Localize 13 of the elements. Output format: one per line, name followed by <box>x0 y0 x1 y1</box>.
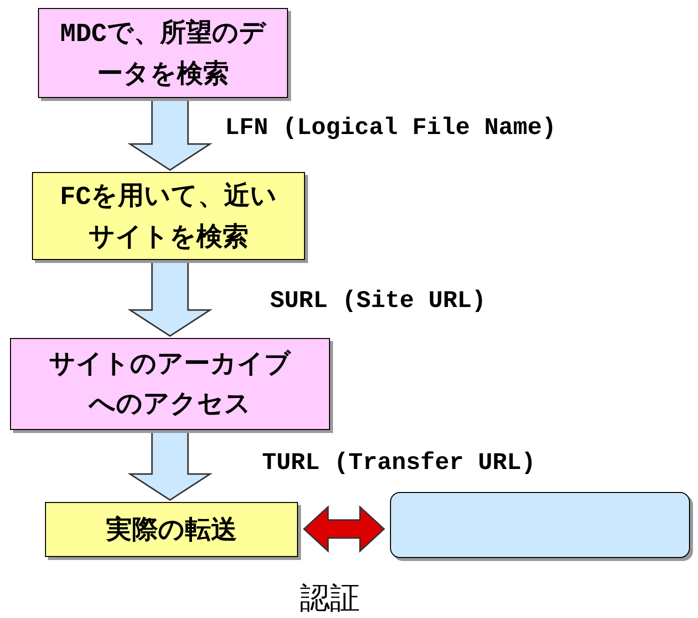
edge-label: LFN (Logical File Name) <box>225 115 556 142</box>
block-arrow <box>127 431 213 501</box>
process-box: MDCで、所望のデータを検索 <box>38 8 288 98</box>
edge-label: 認証 <box>300 580 360 618</box>
block-arrow <box>302 505 386 553</box>
process-box: サイトのアーカイブへのアクセス <box>10 338 330 430</box>
edge-label: TURL (Transfer URL) <box>262 450 536 477</box>
service-box <box>390 492 690 558</box>
block-arrow <box>127 99 213 171</box>
block-arrow <box>127 261 213 337</box>
process-box: FCを用いて、近いサイトを検索 <box>32 172 305 260</box>
edge-label: SURL (Site URL) <box>270 288 486 315</box>
process-box: 実際の転送 <box>45 502 298 557</box>
